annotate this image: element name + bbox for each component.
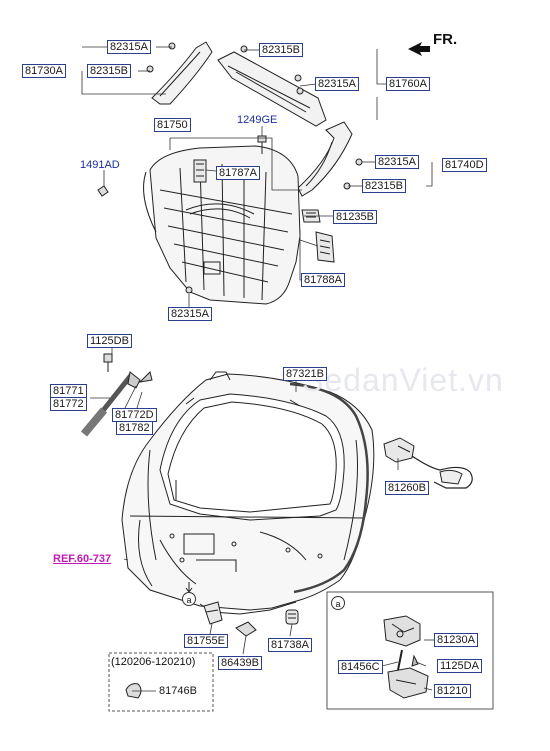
part-label-82315A[interactable]: 82315A: [315, 77, 359, 91]
part-label-1249GE[interactable]: 1249GE: [237, 114, 278, 126]
part-label-82315B[interactable]: 82315B: [259, 43, 303, 57]
tailgate-body: [121, 371, 375, 615]
part-label-81760A[interactable]: 81760A: [386, 77, 430, 91]
part-label-81260B[interactable]: 81260B: [385, 481, 429, 495]
detail-marker-a: a: [182, 592, 196, 606]
watermark-text: SedanViet.vn: [302, 362, 504, 398]
part-label-81235B[interactable]: 81235B: [333, 210, 377, 224]
part-label-81772[interactable]: 81772: [50, 397, 87, 411]
bolt-1249GE: [257, 135, 267, 154]
part-label-81738A[interactable]: 81738A: [268, 638, 312, 652]
part-label-82315B[interactable]: 82315B: [87, 64, 131, 78]
part-label-1125DA[interactable]: 1125DA: [437, 659, 482, 673]
bumper-81738A: [285, 609, 299, 625]
left-pillar-trim: [146, 41, 213, 105]
part-label-87321B[interactable]: 87321B: [283, 367, 327, 381]
reference-link[interactable]: REF.60-737: [53, 553, 112, 565]
gas-strut: [80, 353, 141, 437]
bumper-81755E: [203, 601, 223, 625]
production-date-range: (120206-120210): [111, 656, 196, 668]
clip-86439B: [235, 621, 257, 637]
part-label-1125DB[interactable]: 1125DB: [87, 334, 132, 348]
part-label-81740D[interactable]: 81740D: [442, 158, 487, 172]
detail-box-marker-a: a: [331, 596, 345, 610]
part-label-81230A[interactable]: 81230A: [434, 633, 478, 647]
part-label-82315A[interactable]: 82315A: [375, 155, 419, 169]
part-label-81746B[interactable]: 81746B: [159, 685, 197, 697]
part-label-81750[interactable]: 81750: [154, 118, 191, 132]
right-pillar-trim: [297, 121, 363, 197]
part-label-81788A[interactable]: 81788A: [301, 273, 345, 287]
direction-indicator: FR.: [433, 31, 458, 48]
part-label-82315A[interactable]: 82315A: [168, 307, 212, 321]
latch-assembly: [383, 615, 429, 699]
part-label-81456C[interactable]: 81456C: [338, 660, 383, 674]
part-label-82315A[interactable]: 82315A: [107, 40, 151, 54]
part-label-81782[interactable]: 81782: [116, 421, 153, 435]
upper-garnish-trim: [217, 45, 327, 127]
part-label-81772D[interactable]: 81772D: [112, 408, 157, 422]
weatherstrip-seal: [289, 382, 369, 594]
part-label-81771[interactable]: 81771: [50, 384, 87, 398]
part-label-81787A[interactable]: 81787A: [216, 166, 260, 180]
part-label-1491AD[interactable]: 1491AD: [80, 159, 120, 171]
trim-clip-81787A: [193, 159, 207, 183]
part-label-82315B[interactable]: 82315B: [362, 179, 406, 193]
part-label-86439B[interactable]: 86439B: [218, 656, 262, 670]
part-label-81210[interactable]: 81210: [434, 684, 471, 698]
part-label-81755E[interactable]: 81755E: [184, 634, 228, 648]
variant-box: [108, 652, 214, 712]
latch-detail-box: [326, 591, 494, 710]
clip-1491AD: [97, 185, 109, 197]
release-handle-cable: [383, 437, 473, 489]
inner-trim-panel: [143, 145, 301, 305]
fr-arrow-icon: [408, 42, 430, 56]
part-label-81730A[interactable]: 81730A: [22, 64, 66, 78]
